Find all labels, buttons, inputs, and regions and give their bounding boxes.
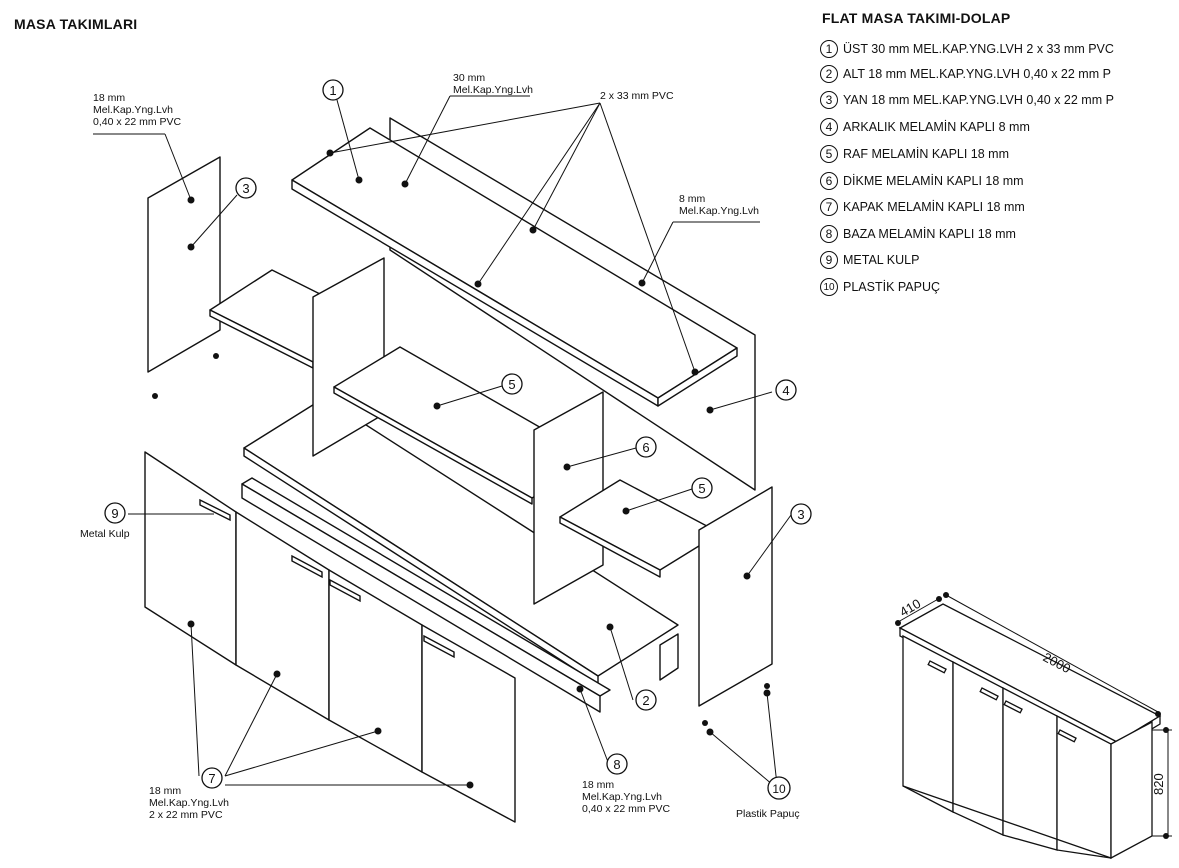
handle xyxy=(423,634,455,659)
legend-item-3: 3 YAN 18 mm MEL.KAP.YNG.LVH 0,40 x 22 mm … xyxy=(820,91,1114,109)
callout-3-left: 3 xyxy=(242,181,249,196)
door-1 xyxy=(144,451,237,666)
legend-text: METAL KULP xyxy=(843,253,920,267)
legend-number: 10 xyxy=(820,278,838,296)
annotation-side-panel: 18 mm Mel.Kap.Yng.Lvh 0,40 x 22 mm PVC xyxy=(93,92,182,128)
legend-text: ARKALIK MELAMİN KAPLI 8 mm xyxy=(843,120,1030,134)
legend-text: BAZA MELAMİN KAPLI 18 mm xyxy=(843,227,1016,241)
callout-5-right: 5 xyxy=(698,481,705,496)
callout-9: 9 xyxy=(111,506,118,521)
legend-number: 3 xyxy=(820,91,838,109)
callout-3-right: 3 xyxy=(797,507,804,522)
legend-item-6: 6 DİKME MELAMİN KAPLI 18 mm xyxy=(820,172,1024,190)
legend-number: 9 xyxy=(820,251,838,269)
legend-text: KAPAK MELAMİN KAPLI 18 mm xyxy=(843,200,1025,214)
legend-number: 1 xyxy=(820,40,838,58)
legend-item-2: 2 ALT 18 mm MEL.KAP.YNG.LVH 0,40 x 22 mm … xyxy=(820,65,1111,83)
legend-number: 5 xyxy=(820,145,838,163)
legend-text: YAN 18 mm MEL.KAP.YNG.LVH 0,40 x 22 mm P xyxy=(843,93,1114,107)
assembled-cabinet xyxy=(898,603,1162,860)
annotation-top-30mm: 30 mm Mel.Kap.Yng.Lvh xyxy=(453,72,533,96)
callout-2: 2 xyxy=(642,693,649,708)
legend-text: DİKME MELAMİN KAPLI 18 mm xyxy=(843,174,1024,188)
legend-number: 2 xyxy=(820,65,838,83)
page-title-right: FLAT MASA TAKIMI-DOLAP xyxy=(822,10,1011,26)
legend-item-4: 4 ARKALIK MELAMİN KAPLI 8 mm xyxy=(820,118,1030,136)
legend-text: ÜST 30 mm MEL.KAP.YNG.LVH 2 x 33 mm PVC xyxy=(843,42,1114,56)
legend-number: 7 xyxy=(820,198,838,216)
page-title-left: MASA TAKIMLARI xyxy=(14,16,138,32)
middle-shelf-edge xyxy=(333,386,533,505)
annotation-doors: 18 mm Mel.Kap.Yng.Lvh 2 x 22 mm PVC xyxy=(149,785,229,821)
callout-8: 8 xyxy=(613,757,620,772)
dimension-depth: 410 xyxy=(897,596,923,620)
dimension-height: 820 xyxy=(1151,773,1166,795)
callout-1: 1 xyxy=(329,83,336,98)
right-side-panel xyxy=(698,486,773,707)
annotation-plastik-papuc: Plastik Papuç xyxy=(736,808,800,820)
legend-text: RAF MELAMİN KAPLI 18 mm xyxy=(843,147,1010,161)
legend-number: 4 xyxy=(820,118,838,136)
top-panel-edge xyxy=(657,347,738,407)
legend-item-10: 10 PLASTİK PAPUÇ xyxy=(820,278,940,296)
legend-text: ALT 18 mm MEL.KAP.YNG.LVH 0,40 x 22 mm P xyxy=(843,67,1111,81)
door-2 xyxy=(235,511,330,721)
left-side-panel xyxy=(147,156,221,373)
middle-divider-right xyxy=(533,391,604,605)
annotation-metal-kulp: Metal Kulp xyxy=(80,528,130,540)
dimension-lines xyxy=(897,594,1172,837)
handle xyxy=(291,554,323,579)
annotation-base: 18 mm Mel.Kap.Yng.Lvh 0,40 x 22 mm PVC xyxy=(582,779,671,815)
legend-item-9: 9 METAL KULP xyxy=(820,251,919,269)
legend-number: 8 xyxy=(820,225,838,243)
legend-text: PLASTİK PAPUÇ xyxy=(843,280,941,294)
base-strip-front xyxy=(241,483,601,713)
callout-10: 10 xyxy=(772,782,786,796)
legend-item-1: 1 ÜST 30 mm MEL.KAP.YNG.LVH 2 x 33 mm PVC xyxy=(820,40,1114,58)
dowel-dots xyxy=(152,149,771,789)
callout-7: 7 xyxy=(208,771,215,786)
handle xyxy=(329,578,361,603)
door-4 xyxy=(421,624,516,823)
callout-5-middle: 5 xyxy=(508,377,515,392)
annotation-pvc-33: 2 x 33 mm PVC xyxy=(600,90,674,102)
callout-6: 6 xyxy=(642,440,649,455)
legend-item-8: 8 BAZA MELAMİN KAPLI 18 mm xyxy=(820,225,1016,243)
base-strip-side xyxy=(659,633,679,681)
callout-4: 4 xyxy=(782,383,789,398)
legend-item-5: 5 RAF MELAMİN KAPLI 18 mm xyxy=(820,145,1009,163)
right-shelf-edge xyxy=(559,516,661,578)
legend-item-7: 7 KAPAK MELAMİN KAPLI 18 mm xyxy=(820,198,1025,216)
handle xyxy=(199,498,231,522)
legend-number: 6 xyxy=(820,172,838,190)
middle-divider-left xyxy=(312,257,385,457)
annotation-back-8mm: 8 mm Mel.Kap.Yng.Lvh xyxy=(679,193,759,217)
